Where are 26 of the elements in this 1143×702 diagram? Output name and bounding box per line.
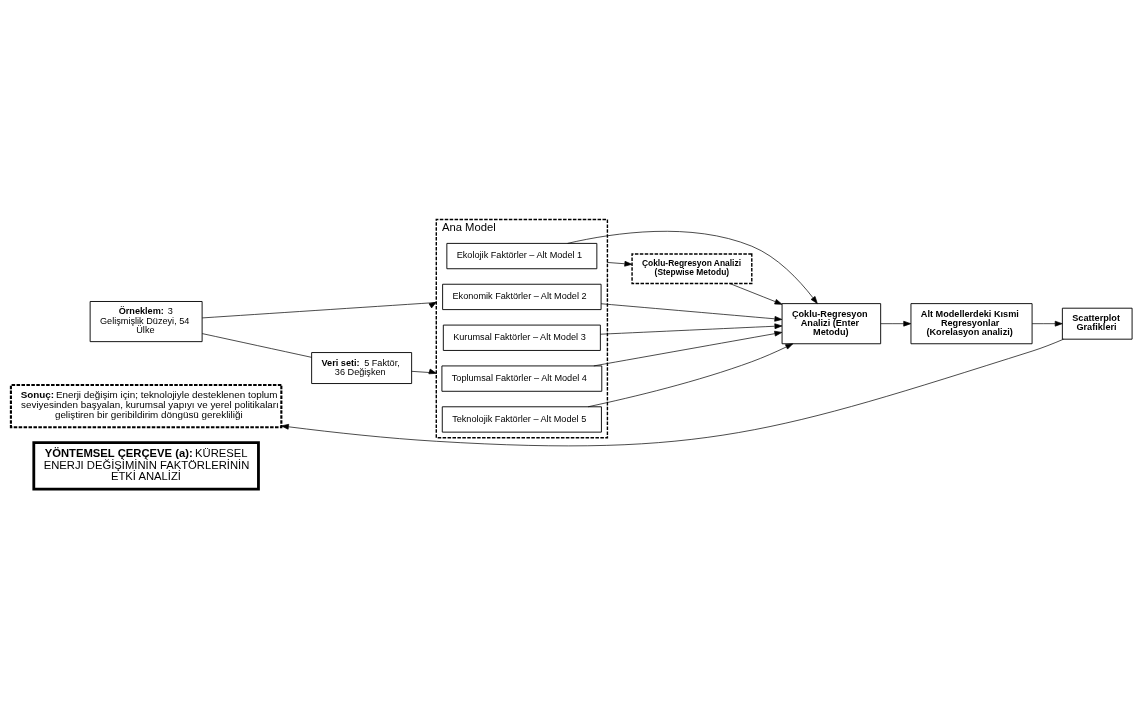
arrow [281,338,1064,446]
node-box: Veri seti: 5 Faktör, 36 Değişken [311,351,413,384]
node-box: Teknolojik Faktörler – Alt Model 5 [441,405,602,433]
node-box: YÖNTEMSEL ÇERÇEVE (a): KÜRESEL ENERJI DEĞİŞİMİNİN FAKTÖRLERİNİN ETKİ ANALİZİ [32,440,260,491]
node-box: Örneklem: 3 Gelişmişlik Düzeyi, 54 Ülke [89,300,203,342]
arrow [593,330,783,366]
arrow [1031,320,1063,326]
node-box: Alt Modellerdeki Kısmi Regresyonlar (Korelasyon analizi) [910,302,1033,344]
arrow [411,368,437,374]
arrow [600,322,783,335]
node-box: Kurumsal Faktörler – Alt Model 3 [442,324,601,351]
node-box: Çoklu-Regresyon Analizi (Stepwise Metodu) [631,252,753,284]
connector [201,332,312,358]
arrow [729,282,783,305]
node-box: Sonuç: Enerji değişim için; teknolojiyle desteklenen toplum seviyesinden başyalan, kurumsal yapıyı ve yerel politikaları geliştiren bir geribildirim döngüsü gerekliliği [9,383,283,428]
arrow [201,301,437,318]
arrow [600,302,783,322]
arrow [587,342,794,407]
arrow [567,230,818,304]
node-box: Ekonomik Faktörler – Alt Model 2 [442,283,602,310]
node-box: Toplumsal Faktörler – Alt Model 4 [441,365,603,392]
node-box: Scatterplot Grafikleri [1061,307,1133,340]
node-box: Ekolojik Faktörler – Alt Model 1 [446,242,598,269]
node-box: Çoklu-Regresyon Analizi (Enter Metodu) [781,302,882,344]
arrow [880,320,912,326]
arrow [607,260,633,267]
